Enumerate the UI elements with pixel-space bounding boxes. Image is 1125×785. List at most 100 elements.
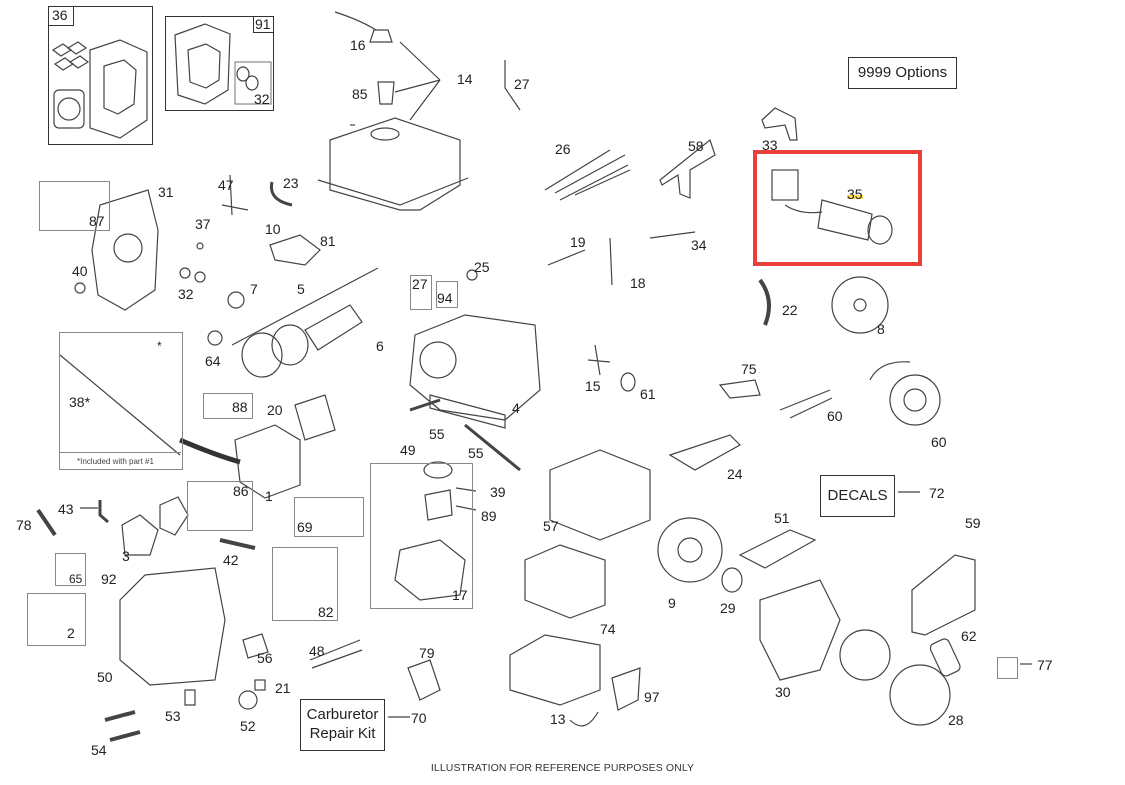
part-label-48[interactable]: 48: [309, 643, 325, 659]
part-label-53[interactable]: 53: [165, 708, 181, 724]
kit-box-91[interactable]: [165, 16, 274, 111]
part-label-14[interactable]: 14: [457, 71, 473, 87]
part-label-30[interactable]: 30: [775, 684, 791, 700]
part-label-60-wire[interactable]: 60: [827, 408, 843, 424]
part-label-59[interactable]: 59: [965, 515, 981, 531]
part-label-43[interactable]: 43: [58, 501, 74, 517]
part-label-55-rod[interactable]: 55: [468, 445, 484, 461]
part-label-5[interactable]: 5: [297, 281, 305, 297]
part-label-1[interactable]: 1: [265, 488, 273, 504]
carburetor-repair-kit-box[interactable]: Carburetor Repair Kit: [300, 699, 385, 751]
kit-box-65[interactable]: [55, 553, 86, 586]
part-label-38[interactable]: 38*: [69, 394, 91, 410]
part-label-64[interactable]: 64: [205, 353, 221, 369]
part-label-17[interactable]: 17: [452, 587, 468, 603]
part-label-2[interactable]: 2: [67, 625, 75, 641]
part-label-27[interactable]: 27: [514, 76, 530, 92]
part-label-24[interactable]: 24: [727, 466, 743, 482]
part-label-55-pin[interactable]: 55: [429, 426, 445, 442]
part-label-20[interactable]: 20: [267, 402, 283, 418]
kit-box-69[interactable]: [294, 497, 364, 537]
part-label-35[interactable]: 35: [847, 186, 863, 202]
part-label-9[interactable]: 9: [668, 595, 676, 611]
part-label-79[interactable]: 79: [419, 645, 435, 661]
part-label-29[interactable]: 29: [720, 600, 736, 616]
kit-box-77[interactable]: [997, 657, 1018, 679]
part-label-74[interactable]: 74: [600, 621, 616, 637]
kit-label-36: 36: [52, 7, 68, 23]
part-label-8[interactable]: 8: [877, 321, 885, 337]
part-label-3[interactable]: 3: [122, 548, 130, 564]
part-label-42[interactable]: 42: [223, 552, 239, 568]
part-label-33[interactable]: 33: [762, 137, 778, 153]
part-label-70[interactable]: 70: [411, 710, 427, 726]
part-label-22[interactable]: 22: [782, 302, 798, 318]
part-label-85[interactable]: 85: [352, 86, 368, 102]
part-label-56[interactable]: 56: [257, 650, 273, 666]
part-label-69[interactable]: 69: [297, 519, 313, 535]
part-label-34[interactable]: 34: [691, 237, 707, 253]
primer-icon: [238, 690, 258, 710]
part-label-51[interactable]: 51: [774, 510, 790, 526]
part-label-78[interactable]: 78: [16, 517, 32, 533]
part-label-16[interactable]: 16: [350, 37, 366, 53]
kit-box-87[interactable]: [39, 181, 110, 231]
part-label-62[interactable]: 62: [961, 628, 977, 644]
part-label-75[interactable]: 75: [741, 361, 757, 377]
part-label-49[interactable]: 49: [400, 442, 416, 458]
part-label-23[interactable]: 23: [283, 175, 299, 191]
kit-box-17[interactable]: [370, 463, 473, 609]
part-label-31[interactable]: 31: [158, 184, 174, 200]
options-box[interactable]: 9999 Options: [848, 57, 957, 89]
part-label-19[interactable]: 19: [570, 234, 586, 250]
part-label-7[interactable]: 7: [250, 281, 258, 297]
part-label-65[interactable]: 65: [69, 572, 83, 586]
part-label-61[interactable]: 61: [640, 386, 656, 402]
kit-box-82[interactable]: [272, 547, 338, 621]
part-label-58[interactable]: 58: [688, 138, 704, 154]
part-label-86[interactable]: 86: [233, 483, 249, 499]
part-label-15[interactable]: 15: [585, 378, 601, 394]
part-label-6[interactable]: 6: [376, 338, 384, 354]
kit-box-94[interactable]: [436, 281, 458, 308]
kit-box-38[interactable]: [59, 332, 183, 470]
part-label-26[interactable]: 26: [555, 141, 571, 157]
part-label-28[interactable]: 28: [948, 712, 964, 728]
kit-box-27[interactable]: [410, 275, 432, 310]
part-label-47[interactable]: 47: [218, 177, 234, 193]
part-label-37[interactable]: 37: [195, 216, 211, 232]
part-label-18[interactable]: 18: [630, 275, 646, 291]
part-label-60-stator[interactable]: 60: [931, 434, 947, 450]
part-label-77[interactable]: 77: [1037, 657, 1053, 673]
part-label-72[interactable]: 72: [929, 485, 945, 501]
kit-box-36[interactable]: [48, 6, 153, 145]
part-label-81[interactable]: 81: [320, 233, 336, 249]
kit-box-2[interactable]: [27, 593, 86, 646]
kit-box-88[interactable]: [203, 393, 253, 419]
part-label-40[interactable]: 40: [72, 263, 88, 279]
carb-kit-line2: Repair Kit: [309, 725, 376, 742]
part-label-50[interactable]: 50: [97, 669, 113, 685]
bracket-79-icon: [407, 659, 441, 701]
part-label-94[interactable]: 94: [437, 290, 453, 306]
part-label-88[interactable]: 88: [232, 399, 248, 415]
part-label-52[interactable]: 52: [240, 718, 256, 734]
part-label-13[interactable]: 13: [550, 711, 566, 727]
part-label-32-bearing[interactable]: 32: [178, 286, 194, 302]
part-label-97[interactable]: 97: [644, 689, 660, 705]
lever-icon: [219, 538, 256, 550]
part-label-82[interactable]: 82: [318, 604, 334, 620]
part-label-54[interactable]: 54: [91, 742, 107, 758]
kit-box-86[interactable]: [187, 481, 253, 531]
part-label-21[interactable]: 21: [275, 680, 291, 696]
part-label-87[interactable]: 87: [89, 213, 105, 229]
part-label-39[interactable]: 39: [490, 484, 506, 500]
part-label-10[interactable]: 10: [265, 221, 281, 237]
part-label-89[interactable]: 89: [481, 508, 497, 524]
part-label-4[interactable]: 4: [512, 400, 520, 416]
decals-box[interactable]: DECALS: [820, 475, 895, 517]
part-label-27-kit[interactable]: 27: [412, 276, 428, 292]
part-label-92[interactable]: 92: [101, 571, 117, 587]
part-label-57[interactable]: 57: [543, 518, 559, 534]
part-label-25[interactable]: 25: [474, 259, 490, 275]
